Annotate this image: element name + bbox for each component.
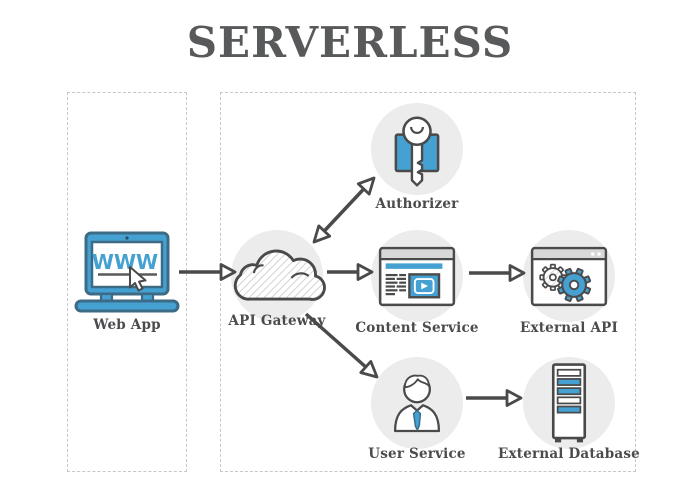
content-service-label: Content Service — [355, 320, 479, 336]
gear-small-icon — [539, 263, 567, 291]
key-icon — [394, 116, 440, 187]
www-text: WWW — [92, 250, 158, 274]
authorizer-label: Authorizer — [375, 196, 459, 212]
person-tie-icon — [393, 374, 441, 433]
laptop-www-icon: WWW — [74, 231, 180, 313]
web-app-label: Web App — [93, 317, 161, 333]
play-button-frame — [413, 277, 435, 294]
tie — [412, 409, 422, 431]
client-zone-box — [67, 92, 187, 472]
server-tower-icon — [551, 363, 587, 443]
api-gateway-label: API Gateway — [228, 313, 326, 329]
play-icon — [421, 282, 429, 289]
hair — [404, 374, 430, 389]
browser-video-icon — [378, 246, 456, 306]
cursor-arrow-icon — [129, 266, 147, 292]
user-service-node — [371, 357, 463, 449]
text-lines — [385, 273, 406, 295]
content-service-node — [371, 230, 463, 322]
window-gears-icon — [530, 246, 608, 306]
external-database-node — [523, 357, 615, 449]
external-database-label: External Database — [498, 446, 640, 462]
gear-large-icon — [557, 267, 592, 302]
external-api-node — [523, 230, 615, 322]
user-service-label: User Service — [368, 446, 466, 462]
external-api-label: External API — [519, 320, 618, 336]
api-gateway-node — [231, 230, 326, 322]
serverless-zone-box — [220, 92, 636, 472]
authorizer-node — [371, 103, 463, 195]
page-title: SERVERLESS — [186, 18, 514, 67]
cloud-icon — [233, 249, 326, 301]
